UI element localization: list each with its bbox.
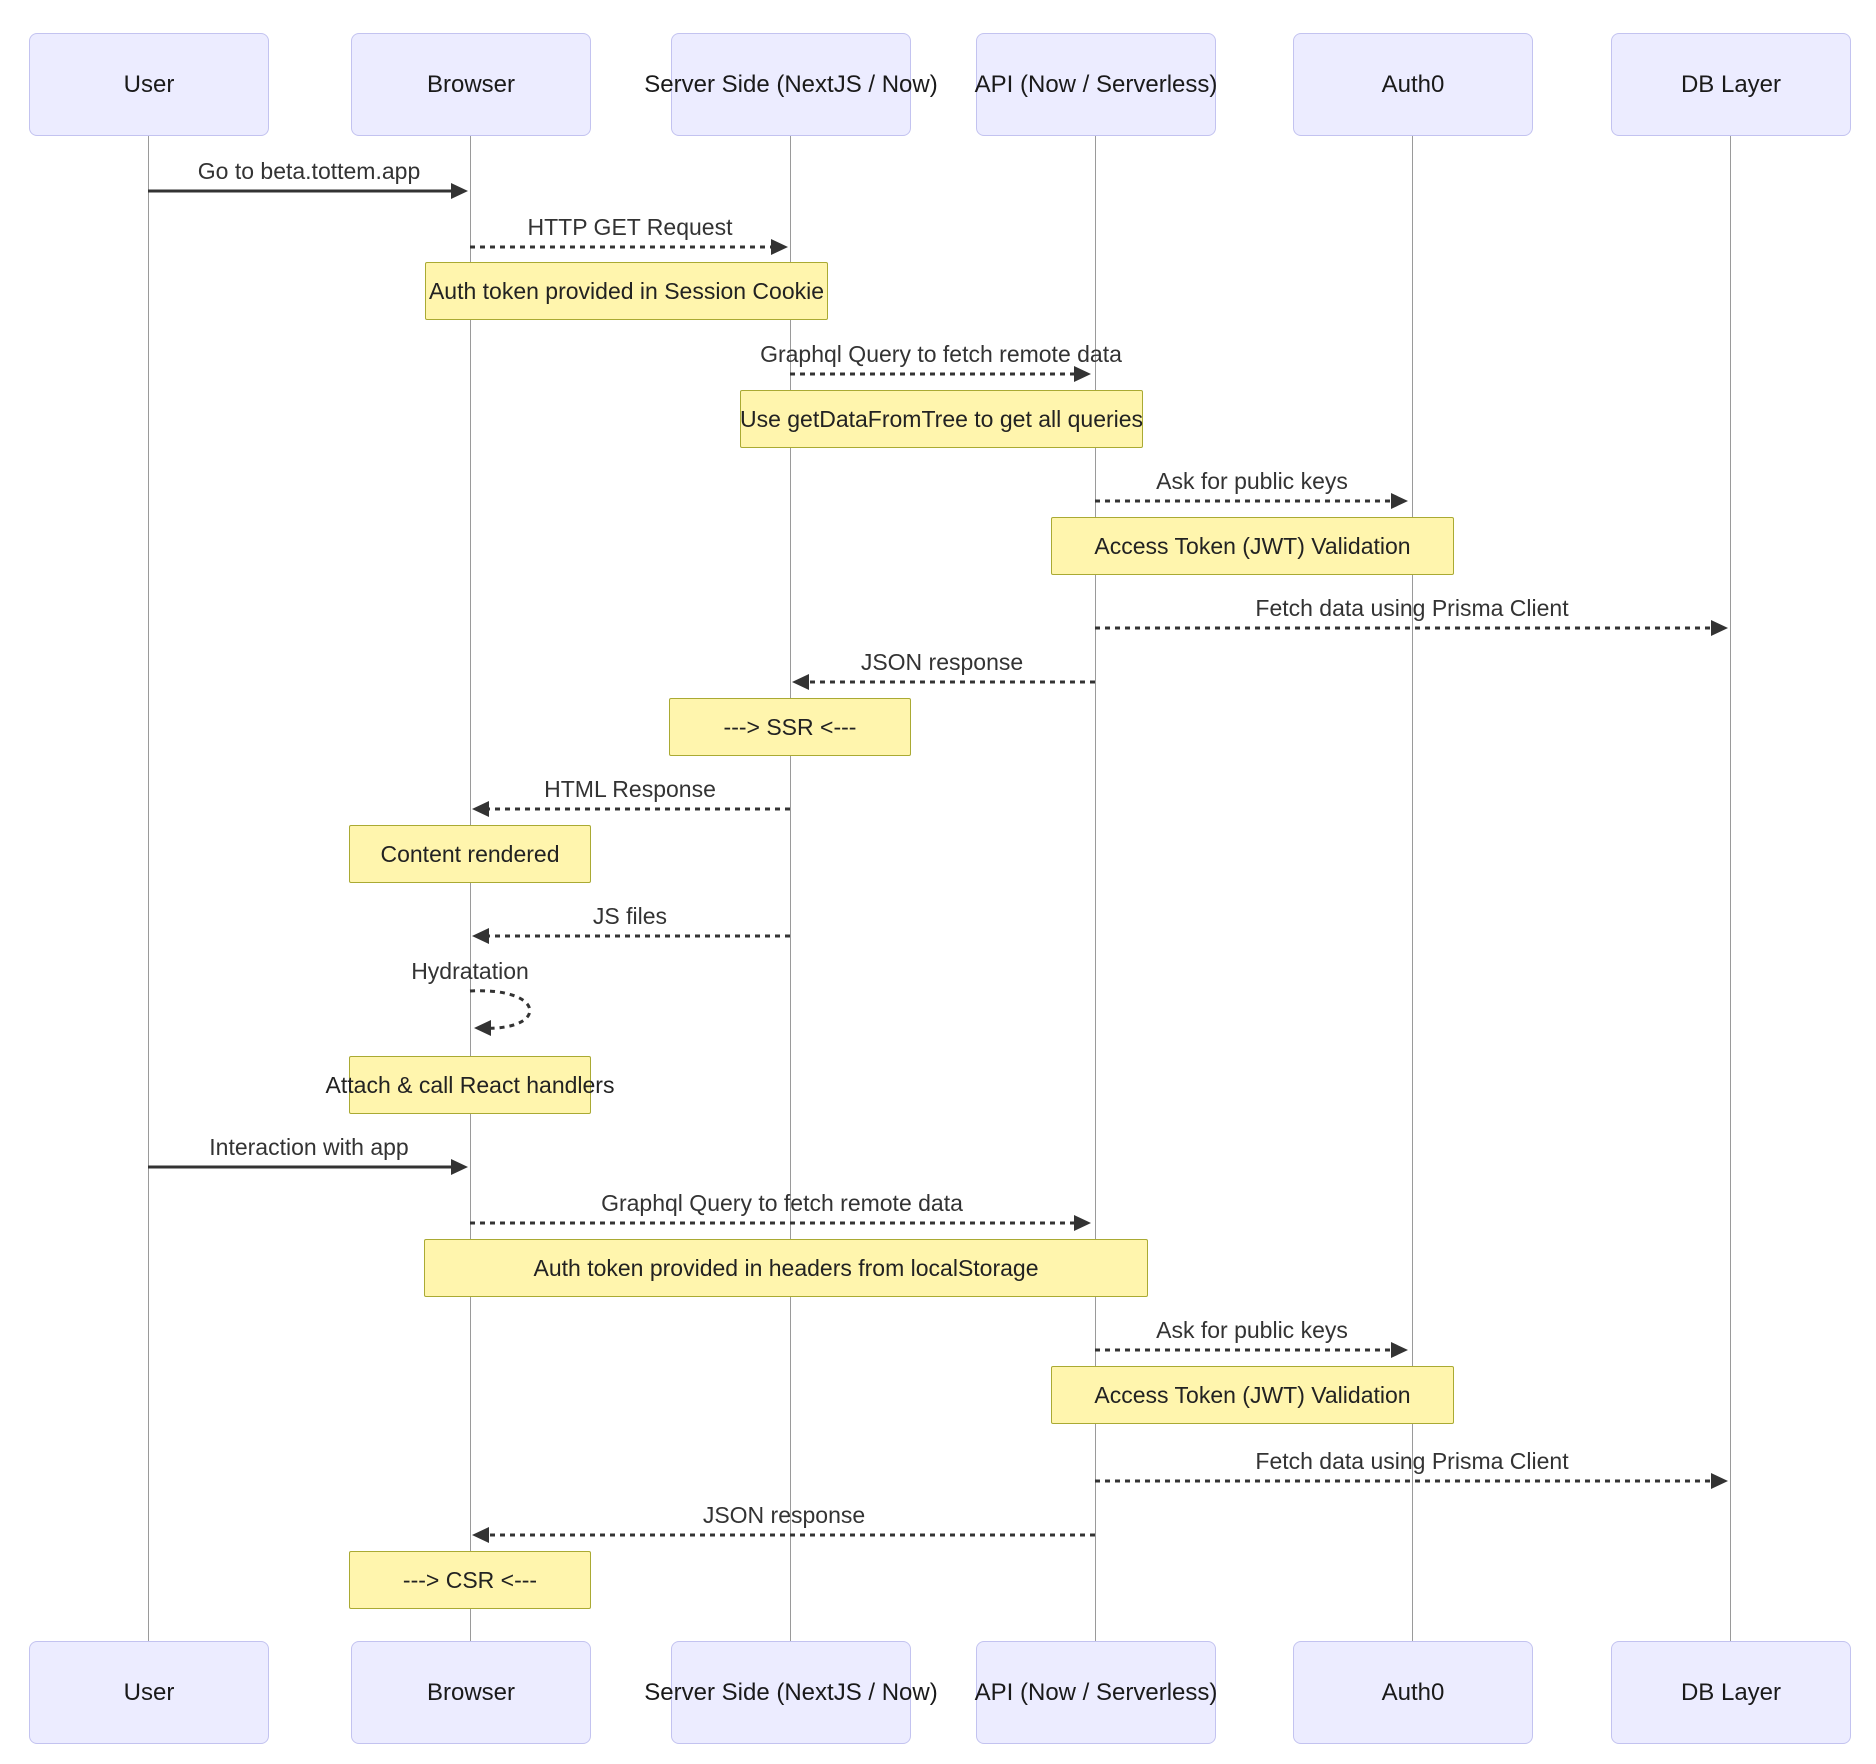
lifeline-api xyxy=(1095,134,1096,1641)
message-label-json-response-2: JSON response xyxy=(702,1502,866,1528)
message-label-graphql-1: Graphql Query to fetch remote data xyxy=(760,341,1122,367)
lifeline-browser xyxy=(470,134,471,1641)
arrowhead xyxy=(472,801,489,817)
arrowhead xyxy=(771,239,788,255)
lifeline-auth0 xyxy=(1412,134,1413,1641)
actor-label: Server Side (NextJS / Now) xyxy=(644,1678,938,1706)
actor-bottom-db: DB Layer xyxy=(1611,1641,1851,1744)
message-label-hydratation: Hydratation xyxy=(411,958,529,984)
actor-bottom-server: Server Side (NextJS / Now) xyxy=(644,1641,938,1744)
arrowhead xyxy=(1074,366,1091,382)
actor-top-browser: Browser xyxy=(351,33,591,136)
lifeline-db xyxy=(1730,134,1731,1641)
actor-label: Auth0 xyxy=(1381,1678,1445,1706)
arrowhead xyxy=(1711,1473,1728,1489)
arrow-hydratation-loop xyxy=(469,989,532,1030)
actor-label: Browser xyxy=(426,70,516,98)
actor-bottom-user: User xyxy=(29,1641,269,1744)
actor-top-api: API (Now / Serverless) xyxy=(974,33,1218,136)
note-jwt-validation-2: Access Token (JWT) Validation xyxy=(1051,1366,1454,1424)
arrowhead xyxy=(1711,620,1728,636)
actor-bottom-browser: Browser xyxy=(351,1641,591,1744)
message-label-ask-keys-1: Ask for public keys xyxy=(1156,468,1348,494)
note-content-rendered: Content rendered xyxy=(349,825,591,883)
note-ssr: ---> SSR <--- xyxy=(669,698,911,756)
arrowhead xyxy=(1391,1342,1408,1358)
note-csr: ---> CSR <--- xyxy=(349,1551,591,1609)
arrowhead xyxy=(472,1527,489,1543)
arrowhead xyxy=(451,1159,468,1175)
note-session-cookie: Auth token provided in Session Cookie xyxy=(425,262,828,320)
note-react-handlers: Attach & call React handlers xyxy=(326,1056,614,1114)
arrowhead xyxy=(472,928,489,944)
message-label-js-files: JS files xyxy=(592,903,668,929)
note-getdatafromtree: Use getDataFromTree to get all queries xyxy=(740,390,1143,448)
arrowhead xyxy=(792,674,809,690)
actor-label: DB Layer xyxy=(1680,70,1782,98)
arrowhead xyxy=(474,1020,491,1036)
actor-label: User xyxy=(123,1678,175,1706)
message-label-http-get: HTTP GET Request xyxy=(527,214,733,240)
message-label-prisma-1: Fetch data using Prisma Client xyxy=(1255,595,1569,621)
actor-label: Browser xyxy=(426,1678,516,1706)
actor-label: Server Side (NextJS / Now) xyxy=(644,70,938,98)
lifeline-server xyxy=(790,134,791,1641)
message-label-ask-keys-2: Ask for public keys xyxy=(1156,1317,1348,1343)
actor-label: User xyxy=(123,70,175,98)
lifeline-user xyxy=(148,134,149,1641)
message-label-interaction: Interaction with app xyxy=(209,1134,409,1160)
note-localstorage: Auth token provided in headers from loca… xyxy=(424,1239,1148,1297)
note-jwt-validation-1: Access Token (JWT) Validation xyxy=(1051,517,1454,575)
actor-label: API (Now / Serverless) xyxy=(974,1678,1218,1706)
actor-top-user: User xyxy=(29,33,269,136)
actor-label: API (Now / Serverless) xyxy=(974,70,1218,98)
actor-top-auth0: Auth0 xyxy=(1293,33,1533,136)
arrowhead xyxy=(1074,1215,1091,1231)
actor-bottom-api: API (Now / Serverless) xyxy=(974,1641,1218,1744)
actor-top-db: DB Layer xyxy=(1611,33,1851,136)
message-label-json-response-1: JSON response xyxy=(860,649,1024,675)
message-label-html-response: HTML Response xyxy=(544,776,716,802)
actor-bottom-auth0: Auth0 xyxy=(1293,1641,1533,1744)
message-label-go-to-beta: Go to beta.tottem.app xyxy=(197,158,421,184)
message-label-graphql-2: Graphql Query to fetch remote data xyxy=(601,1190,963,1216)
message-label-prisma-2: Fetch data using Prisma Client xyxy=(1255,1448,1569,1474)
arrowhead xyxy=(451,183,468,199)
actor-label: Auth0 xyxy=(1381,70,1445,98)
arrowhead xyxy=(1391,493,1408,509)
actor-top-server: Server Side (NextJS / Now) xyxy=(644,33,938,136)
actor-label: DB Layer xyxy=(1680,1678,1782,1706)
